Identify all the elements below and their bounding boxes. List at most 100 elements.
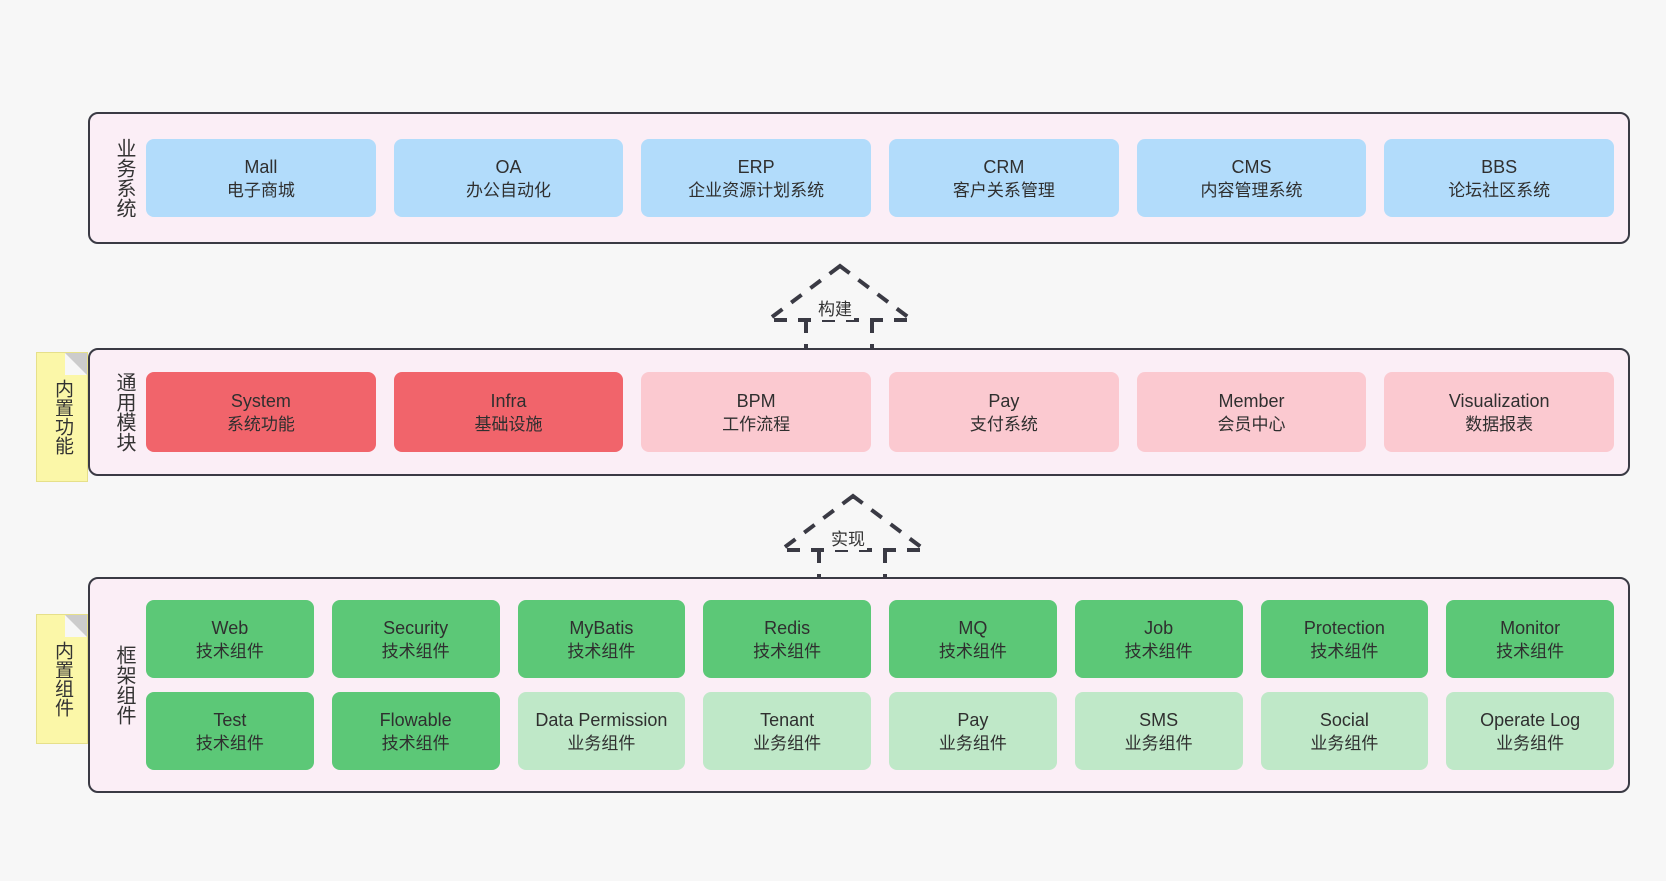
card-title: Mall — [244, 156, 278, 177]
layer-title-framework-components: 框架组件 — [113, 645, 135, 725]
card-mall[interactable]: Mall 电子商城 — [146, 139, 376, 217]
card-subtitle: 业务组件 — [753, 733, 822, 753]
card-title: Member — [1218, 390, 1285, 411]
note-fold-corner-icon — [65, 353, 87, 375]
card-infra[interactable]: Infra 基础设施 — [393, 372, 624, 452]
card-title: SMS — [1139, 709, 1179, 730]
card-title: CMS — [1231, 156, 1272, 177]
card-row: Mall 电子商城 OA 办公自动化 ERP 企业资源计划系统 CRM 客户关系… — [146, 139, 1615, 217]
card-subtitle: 技术组件 — [1496, 641, 1565, 661]
card-title: Job — [1144, 617, 1174, 638]
card-subtitle: 业务组件 — [567, 733, 636, 753]
card-sms[interactable]: SMS 业务组件 — [1074, 692, 1243, 770]
card-subtitle: 会员中心 — [1217, 414, 1286, 434]
card-subtitle: 数据报表 — [1465, 414, 1534, 434]
note-fold-corner-icon — [65, 615, 87, 637]
card-subtitle: 办公自动化 — [466, 180, 551, 200]
card-subtitle: 技术组件 — [1310, 641, 1379, 661]
sticky-note-builtin-features: 内置功能 — [36, 352, 88, 482]
card-title: Protection — [1303, 617, 1385, 638]
card-flowable[interactable]: Flowable 技术组件 — [331, 692, 500, 770]
card-system[interactable]: System 系统功能 — [146, 372, 376, 452]
card-protection[interactable]: Protection 技术组件 — [1260, 600, 1429, 678]
card-subtitle: 技术组件 — [381, 641, 450, 661]
card-subtitle: 业务组件 — [1124, 733, 1193, 753]
card-bbs[interactable]: BBS 论坛社区系统 — [1384, 139, 1615, 217]
card-subtitle: 业务组件 — [938, 733, 1007, 753]
card-job[interactable]: Job 技术组件 — [1074, 600, 1243, 678]
card-title: ERP — [737, 156, 775, 177]
card-title: Operate Log — [1480, 709, 1581, 730]
card-subtitle: 技术组件 — [938, 641, 1007, 661]
card-subtitle: 业务组件 — [1496, 733, 1565, 753]
card-pay-component[interactable]: Pay 业务组件 — [889, 692, 1057, 770]
card-title: Test — [213, 709, 247, 730]
card-pay-module[interactable]: Pay 支付系统 — [889, 372, 1119, 452]
card-subtitle: 客户关系管理 — [952, 180, 1055, 200]
card-monitor[interactable]: Monitor 技术组件 — [1446, 600, 1614, 678]
card-operate-log[interactable]: Operate Log 业务组件 — [1446, 692, 1614, 770]
layer-business-systems: 业务系统 Mall 电子商城 OA 办公自动化 ERP 企业资源计划系统 CRM… — [88, 112, 1630, 244]
connector-implement: 实现 — [775, 492, 935, 584]
card-visualization[interactable]: Visualization 数据报表 — [1384, 372, 1615, 452]
card-data-permission[interactable]: Data Permission 业务组件 — [517, 692, 686, 770]
card-title: Data Permission — [535, 709, 668, 730]
card-title: MyBatis — [569, 617, 634, 638]
card-security[interactable]: Security 技术组件 — [331, 600, 500, 678]
card-bpm[interactable]: BPM 工作流程 — [641, 372, 872, 452]
card-tenant[interactable]: Tenant 业务组件 — [703, 692, 871, 770]
card-title: OA — [495, 156, 522, 177]
layer-title-business-systems: 业务系统 — [113, 138, 135, 218]
card-subtitle: 技术组件 — [753, 641, 822, 661]
card-subtitle: 论坛社区系统 — [1448, 180, 1551, 200]
card-subtitle: 系统功能 — [226, 414, 295, 434]
card-subtitle: 技术组件 — [567, 641, 636, 661]
card-subtitle: 内容管理系统 — [1200, 180, 1303, 200]
card-crm[interactable]: CRM 客户关系管理 — [889, 139, 1119, 217]
card-title: Social — [1319, 709, 1369, 730]
card-title: Pay — [988, 390, 1020, 411]
card-redis[interactable]: Redis 技术组件 — [703, 600, 871, 678]
card-subtitle: 支付系统 — [969, 414, 1038, 434]
connector-label-build: 构建 — [816, 300, 854, 320]
card-title: Security — [383, 617, 449, 638]
card-mybatis[interactable]: MyBatis 技术组件 — [517, 600, 686, 678]
card-title: Visualization — [1448, 390, 1550, 411]
card-subtitle: 技术组件 — [381, 733, 450, 753]
connector-label-implement: 实现 — [829, 530, 867, 550]
layer-framework-components: 框架组件 Web 技术组件 Security 技术组件 MyBatis 技术组件… — [88, 577, 1630, 793]
card-row: Web 技术组件 Security 技术组件 MyBatis 技术组件 Redi… — [146, 600, 1614, 678]
layer-title-common-modules: 通用模块 — [113, 372, 135, 452]
card-row: Test 技术组件 Flowable 技术组件 Data Permission … — [146, 692, 1614, 770]
card-erp[interactable]: ERP 企业资源计划系统 — [641, 139, 872, 217]
card-title: Pay — [957, 709, 989, 730]
card-oa[interactable]: OA 办公自动化 — [393, 139, 624, 217]
layer-body-business-systems: Mall 电子商城 OA 办公自动化 ERP 企业资源计划系统 CRM 客户关系… — [142, 114, 1628, 242]
sticky-note-builtin-components: 内置组件 — [36, 614, 88, 744]
layer-body-framework-components: Web 技术组件 Security 技术组件 MyBatis 技术组件 Redi… — [142, 579, 1628, 791]
card-subtitle: 技术组件 — [195, 641, 264, 661]
connector-build: 构建 — [762, 262, 922, 354]
card-subtitle: 企业资源计划系统 — [688, 180, 825, 200]
card-subtitle: 电子商城 — [226, 180, 295, 200]
card-cms[interactable]: CMS 内容管理系统 — [1136, 139, 1367, 217]
card-title: Web — [211, 617, 249, 638]
card-subtitle: 工作流程 — [722, 414, 791, 434]
card-subtitle: 技术组件 — [1124, 641, 1193, 661]
sticky-note-text: 内置功能 — [52, 379, 73, 455]
card-subtitle: 基础设施 — [474, 414, 543, 434]
card-title: MQ — [958, 617, 988, 638]
card-social[interactable]: Social 业务组件 — [1260, 692, 1429, 770]
card-test[interactable]: Test 技术组件 — [146, 692, 314, 770]
card-title: CRM — [983, 156, 1025, 177]
card-web[interactable]: Web 技术组件 — [146, 600, 314, 678]
layer-body-common-modules: System 系统功能 Infra 基础设施 BPM 工作流程 Pay 支付系统… — [142, 350, 1628, 474]
card-member[interactable]: Member 会员中心 — [1136, 372, 1367, 452]
card-title: Tenant — [760, 709, 815, 730]
card-row: System 系统功能 Infra 基础设施 BPM 工作流程 Pay 支付系统… — [146, 372, 1615, 452]
sticky-note-text: 内置组件 — [52, 641, 73, 717]
card-mq[interactable]: MQ 技术组件 — [889, 600, 1057, 678]
layer-common-modules: 通用模块 System 系统功能 Infra 基础设施 BPM 工作流程 Pay… — [88, 348, 1630, 476]
card-subtitle: 业务组件 — [1310, 733, 1379, 753]
